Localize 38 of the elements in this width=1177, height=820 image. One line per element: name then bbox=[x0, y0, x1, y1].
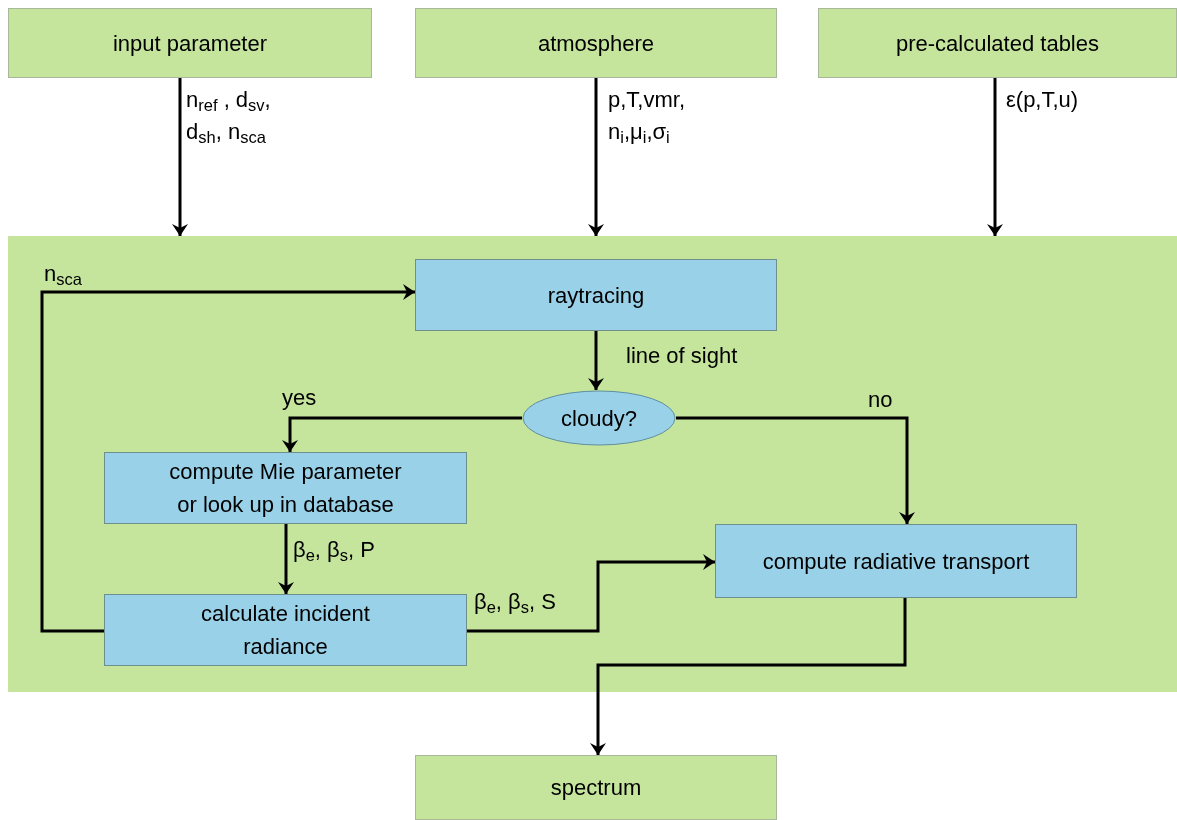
node-label: atmosphere bbox=[536, 29, 656, 58]
process-box bbox=[104, 452, 467, 524]
edge-label: p,T,vmr, n$_{i}$,μ$_{i}$,σ$_{i}$ bbox=[608, 86, 686, 148]
arrow bbox=[588, 78, 604, 236]
node-label: spectrum bbox=[549, 774, 643, 802]
arrow bbox=[588, 331, 604, 390]
arrow bbox=[590, 598, 907, 755]
process-box bbox=[415, 755, 777, 820]
edge-label: no bbox=[868, 386, 894, 414]
edge-label: line of sight bbox=[626, 342, 739, 370]
process-box bbox=[104, 594, 467, 666]
process-box bbox=[715, 524, 1077, 598]
edge-label: yes bbox=[282, 384, 318, 412]
group-panel bbox=[8, 236, 1177, 692]
decision-ellipse bbox=[522, 390, 676, 446]
arrow bbox=[278, 524, 294, 594]
node-label: pre-calculated tables bbox=[895, 29, 1100, 58]
node-label: compute Mie parameter or look up in database bbox=[168, 458, 403, 519]
edge-label: β$_{e}$, β$_{s}$, S bbox=[474, 588, 557, 618]
process-box bbox=[415, 259, 777, 331]
process-box bbox=[8, 8, 372, 78]
arrow bbox=[467, 554, 715, 633]
edge-label: β$_{e}$, β$_{s}$, P bbox=[293, 536, 376, 566]
arrow bbox=[172, 78, 188, 236]
edge-label: n$_{sca}$ bbox=[44, 260, 83, 290]
process-box bbox=[818, 8, 1177, 78]
edge-label: ε(p,T,u) bbox=[1006, 86, 1080, 114]
arrow bbox=[282, 416, 522, 452]
node-label: calculate incident radiance bbox=[200, 600, 371, 661]
node-label: cloudy? bbox=[560, 404, 638, 433]
node-label: compute radiative transport bbox=[761, 547, 1031, 576]
node-label: input parameter bbox=[111, 29, 269, 58]
arrow bbox=[987, 78, 1003, 236]
process-box bbox=[415, 8, 777, 78]
arrow bbox=[676, 416, 915, 524]
node-label: raytracing bbox=[546, 281, 646, 310]
arrow bbox=[40, 284, 415, 633]
edge-label: n$_{ref}$ , d$_{sv}$, d$_{sh}$, n$_{sca}$ bbox=[186, 86, 272, 148]
